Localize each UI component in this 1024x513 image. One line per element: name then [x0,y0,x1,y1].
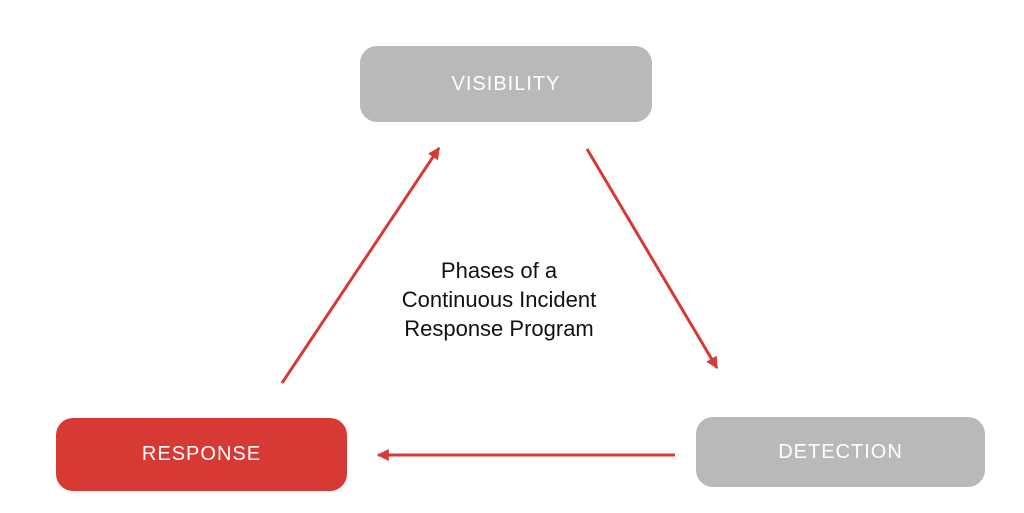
diagram-title-line-3: Response Program [404,316,594,341]
diagram-title-line-1: Phases of a [440,258,558,283]
node-detection-label: DETECTION [778,440,903,463]
node-visibility-label: VISIBILITY [451,72,561,95]
node-response: RESPONSE [56,418,347,491]
diagram-title-line-2: Continuous Incident [401,287,597,312]
diagram-title: Phases of a Continuous Incident Response… [377,256,621,343]
node-visibility: VISIBILITY [360,46,652,122]
node-detection: DETECTION [696,417,985,487]
node-response-label: RESPONSE [141,443,262,465]
